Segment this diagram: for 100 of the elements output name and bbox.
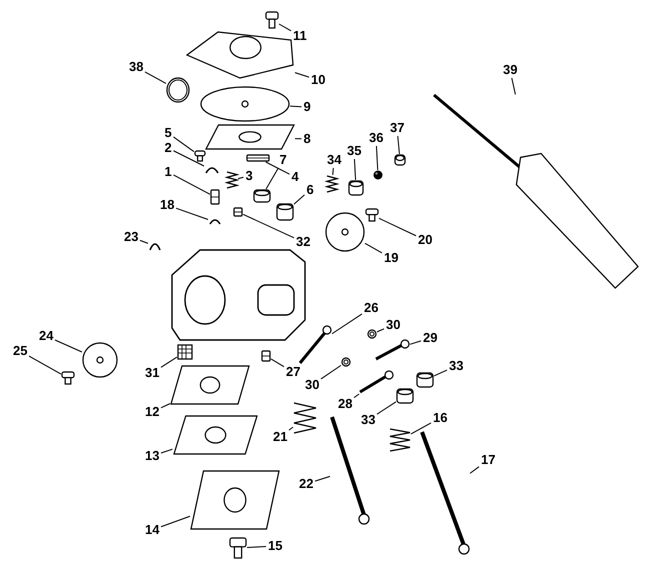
o-ring-drawing — [166, 77, 190, 103]
leader-line — [288, 426, 294, 431]
sleeve-drawing — [394, 154, 406, 166]
leader-line — [266, 168, 279, 190]
adjusting-needle-drawing — [358, 370, 394, 394]
callout-number: 3 — [246, 169, 253, 183]
callout-number: 33 — [361, 413, 376, 427]
leader-line — [160, 448, 173, 454]
callout-number: 38 — [129, 60, 144, 74]
leader-line — [278, 24, 292, 32]
callout-number: 16 — [433, 411, 448, 425]
callout-number: 30 — [305, 378, 320, 392]
spring-drawing — [226, 171, 238, 189]
spring-drawing — [389, 428, 411, 452]
callout-number: 30 — [386, 318, 400, 332]
leader-line — [246, 546, 266, 548]
leader-line — [28, 356, 62, 375]
screw-drawing — [229, 537, 247, 559]
callout-number: 36 — [369, 131, 384, 145]
callout-number: 31 — [145, 366, 160, 380]
leader-line — [397, 136, 400, 154]
leader-line — [511, 78, 516, 95]
pin-drawing — [210, 189, 220, 205]
leader-line — [265, 162, 290, 175]
callout-number: 12 — [145, 405, 160, 419]
intake-manifold-drawing — [185, 30, 295, 80]
leader-line — [294, 138, 302, 140]
leader-line — [378, 218, 416, 236]
sleeve-drawing — [253, 189, 271, 203]
gasket-plate-drawing — [205, 124, 295, 150]
callout-number: 25 — [13, 344, 28, 358]
leader-line — [144, 71, 166, 84]
leader-line — [376, 328, 384, 332]
leader-line — [54, 340, 82, 352]
callout-number: 9 — [304, 100, 311, 114]
callout-number: 32 — [296, 235, 310, 249]
adjusting-needle-drawing — [298, 325, 332, 365]
leader-line — [160, 403, 170, 408]
leader-line — [160, 356, 178, 368]
leader-line — [332, 313, 362, 334]
callout-number: 29 — [423, 331, 438, 345]
callout-number: 11 — [293, 29, 307, 43]
lever-shaft-drawing — [420, 430, 470, 554]
callout-number: 21 — [273, 430, 288, 444]
callout-number: 17 — [481, 453, 496, 467]
ball-drawing — [373, 170, 383, 180]
leader-line — [160, 516, 190, 528]
sleeve-drawing — [416, 372, 434, 388]
leader-line — [176, 208, 208, 220]
callout-number: 1 — [164, 165, 172, 179]
gasket-plate-drawing — [190, 470, 280, 530]
spring-drawing — [293, 402, 317, 434]
pin-drawing — [261, 350, 271, 362]
callout-number: 2 — [164, 141, 172, 155]
leader-line — [173, 150, 204, 166]
screwdriver-drawing — [434, 94, 640, 290]
leader-line — [470, 466, 480, 474]
callout-number: 23 — [124, 230, 138, 244]
callout-number: 15 — [268, 539, 282, 553]
callout-number: 8 — [304, 132, 311, 146]
callout-number: 10 — [311, 73, 326, 87]
leader-line — [294, 194, 305, 205]
o-ring-drawing — [367, 329, 377, 339]
leader-line — [140, 240, 148, 244]
callout-number: 34 — [327, 153, 342, 167]
adjusting-needle-drawing — [374, 339, 410, 361]
callout-number: 20 — [418, 233, 432, 247]
callout-number: 39 — [503, 63, 518, 77]
screw-drawing — [365, 208, 379, 222]
leader-line — [242, 214, 294, 238]
screw-drawing — [61, 371, 75, 385]
leader-line — [173, 174, 210, 195]
leader-line — [354, 394, 360, 398]
leader-line — [354, 158, 356, 180]
sleeve-drawing — [396, 388, 414, 404]
diaphragm-drawing — [325, 212, 365, 252]
screw-drawing — [265, 11, 279, 29]
callout-number: 33 — [449, 359, 464, 373]
filter-screen-drawing — [177, 344, 193, 360]
leader-line — [410, 422, 432, 434]
spring-drawing — [326, 175, 338, 193]
pin-drawing — [233, 207, 243, 217]
leader-line — [376, 146, 378, 170]
leader-line — [364, 242, 382, 254]
leader-line — [314, 476, 330, 482]
callout-number: 24 — [39, 329, 54, 343]
leader-line — [410, 340, 422, 345]
leader-line — [294, 72, 310, 78]
callout-number: 4 — [292, 170, 299, 184]
callout-number: 26 — [364, 301, 378, 315]
leader-line — [332, 168, 334, 176]
clip-drawing — [204, 165, 220, 175]
leader-line — [173, 136, 194, 152]
callout-number: 37 — [390, 121, 404, 135]
gasket-plate-drawing — [172, 415, 258, 455]
diaphragm-drawing — [82, 342, 118, 378]
sleeve-drawing — [276, 203, 294, 221]
callout-number: 18 — [160, 198, 174, 212]
gasket-plate-drawing — [170, 365, 250, 405]
leader-line — [238, 176, 244, 180]
